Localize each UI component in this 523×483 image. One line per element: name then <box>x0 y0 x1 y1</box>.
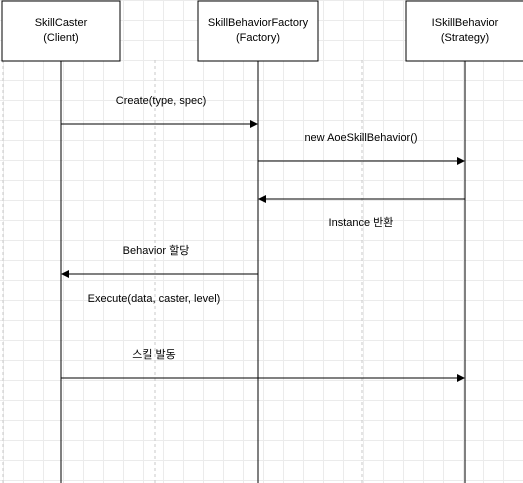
participant-box-client <box>1 0 121 62</box>
message-label-behavior-assign: Behavior 할당 <box>123 244 190 257</box>
participant-client[interactable]: SkillCaster (Client) <box>1 0 121 62</box>
participant-box-strategy <box>405 0 523 62</box>
participant-strategy[interactable]: ISkillBehavior (Strategy) <box>405 0 523 62</box>
message-create[interactable]: Create(type, spec) <box>61 95 258 128</box>
message-label-execute: Execute(data, caster, level) <box>88 293 221 305</box>
participant-role-strategy: (Strategy) <box>441 32 489 44</box>
participant-name-client: SkillCaster <box>35 17 88 29</box>
message-label-create: Create(type, spec) <box>116 95 206 107</box>
participant-factory[interactable]: SkillBehaviorFactory (Factory) <box>197 0 319 62</box>
message-new-aoe[interactable]: new AoeSkillBehavior() <box>258 132 465 165</box>
participant-box-factory <box>197 0 319 62</box>
message-instance-return[interactable]: Instance 반환 <box>258 195 465 229</box>
participant-role-client: (Client) <box>43 32 78 44</box>
message-label-new-aoe: new AoeSkillBehavior() <box>304 132 417 144</box>
participant-name-factory: SkillBehaviorFactory <box>208 17 309 29</box>
participant-role-factory: (Factory) <box>236 32 280 44</box>
message-execute[interactable]: Execute(data, caster, level) <box>88 293 221 305</box>
message-label-instance-return: Instance 반환 <box>329 216 394 229</box>
message-label-skill-fire: 스킬 발동 <box>132 348 176 361</box>
participant-name-strategy: ISkillBehavior <box>432 17 499 29</box>
message-skill-fire[interactable]: 스킬 발동 <box>61 348 465 382</box>
message-behavior-assign[interactable]: Behavior 할당 <box>61 244 258 278</box>
